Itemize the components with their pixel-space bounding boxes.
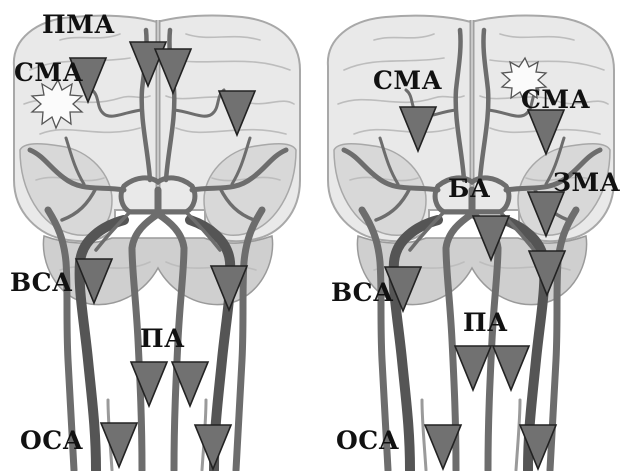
marker — [101, 423, 137, 467]
marker — [195, 425, 231, 469]
label-pa-left: ПА — [140, 326, 185, 351]
label-sma-right-1: СМА — [373, 68, 442, 93]
label-zma: ЗМА — [553, 170, 621, 195]
label-ba: БА — [448, 176, 491, 201]
label-osa-left: ОСА — [20, 428, 84, 453]
label-sma-left: СМА — [14, 60, 83, 85]
label-vsa-left: ВСА — [10, 270, 73, 295]
label-pma-left: ПМА — [42, 12, 115, 37]
label-osa-right: ОСА — [336, 428, 400, 453]
marker — [493, 346, 529, 390]
label-sma-right-2: СМА — [521, 87, 590, 112]
right-panel — [328, 16, 614, 470]
marker — [131, 362, 167, 406]
label-pa-right: ПА — [463, 310, 508, 335]
label-vsa-right: ВСА — [331, 280, 394, 305]
marker — [455, 346, 491, 390]
